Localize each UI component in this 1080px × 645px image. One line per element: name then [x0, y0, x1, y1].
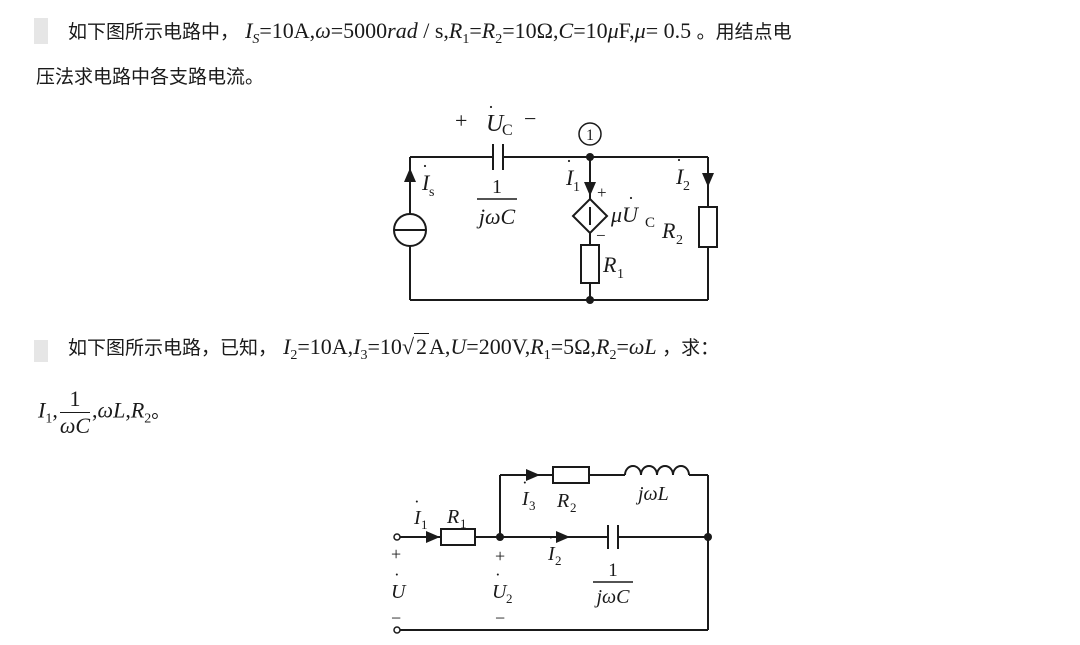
left-marker-2 [34, 340, 48, 362]
problem1-line1: 如下图所示电路中， IS=10A,ω=5000rad / s,R1=R2=10Ω… [68, 20, 792, 47]
i2-sub: 2 [683, 179, 690, 194]
c2-r2-sub: 2 [570, 500, 577, 515]
c2-i3-dot: · [522, 473, 528, 492]
c2-u2-plus: + [495, 546, 505, 566]
dep-source-label: μU [610, 202, 640, 227]
c2-u2-dot: · [495, 565, 501, 584]
c2-r1-label: R [446, 506, 459, 528]
r2-label: R [661, 218, 676, 243]
i1-sub: 1 [573, 180, 580, 195]
c2-i1-sub: 1 [421, 517, 428, 532]
problem2-intro: 如下图所示电路，已知， [68, 337, 278, 359]
is-label: I [421, 170, 431, 195]
c2-i2-dot: · [548, 528, 554, 547]
c2-u-label: U [391, 581, 407, 603]
c2-u-dot: · [394, 565, 400, 584]
c2-i2-label: I [547, 543, 556, 565]
c2-i3-label: I [521, 488, 530, 510]
r1-sub: 1 [617, 267, 624, 282]
c2-i3-sub: 3 [529, 498, 536, 513]
cap1-den: jωC [476, 204, 516, 229]
c2-u-plus: + [391, 544, 401, 564]
left-marker [34, 18, 48, 44]
c2-cap-num: 1 [608, 560, 618, 581]
problem1-line2: 压法求电路中各支路电流。 [36, 66, 265, 88]
node-label-1: 1 [586, 127, 594, 144]
dep-minus: − [596, 226, 606, 245]
cap1-num: 1 [492, 176, 502, 198]
c2-i2-sub: 2 [555, 553, 562, 568]
problem1-instruction-a: 。用结点电 [696, 21, 792, 43]
c2-r1-sub: 1 [460, 516, 467, 531]
uc-dot: · [488, 97, 494, 117]
uc-label: U [486, 111, 505, 137]
i2-dot: · [676, 150, 682, 170]
r1-label: R [602, 252, 617, 277]
problem1-given: IS=10A,ω=5000rad / s,R1=R2=10Ω,C=10μF,μ=… [245, 18, 692, 47]
dep-sub: C [645, 215, 655, 231]
c2-u2-sub: 2 [506, 591, 513, 606]
is-sub: s [429, 185, 434, 200]
c2-i1-dot: · [414, 492, 420, 511]
dep-dot: · [628, 188, 634, 208]
c2-cap-den: jωC [593, 586, 630, 608]
problem2-given: I2=10A,I3=10√2A,U=200V,R1=5Ω,R2=ωL [283, 333, 657, 363]
i1-label: I [565, 165, 575, 190]
i1-dot: · [566, 151, 572, 171]
c2-u-minus: − [391, 608, 401, 628]
dep-plus: + [597, 183, 607, 202]
uc-plus: + [455, 108, 467, 133]
problem2-tail: ，求： [662, 337, 720, 359]
c2-i1-label: I [413, 507, 422, 529]
problem1-intro: 如下图所示电路中， [68, 21, 240, 43]
i2-label: I [675, 164, 685, 189]
c2-u2-label: U [492, 581, 508, 603]
r2-sub: 2 [676, 233, 683, 248]
is-dot: · [422, 156, 428, 176]
uc-minus: − [524, 106, 536, 131]
c2-r2-label: R [556, 490, 569, 512]
c2-u2-minus: − [495, 608, 505, 628]
problem2-line1: 如下图所示电路，已知， I2=10A,I3=10√2A,U=200V,R1=5Ω… [68, 333, 720, 363]
c2-inductor-label: jωL [635, 483, 669, 505]
uc-sub: C [502, 122, 513, 139]
